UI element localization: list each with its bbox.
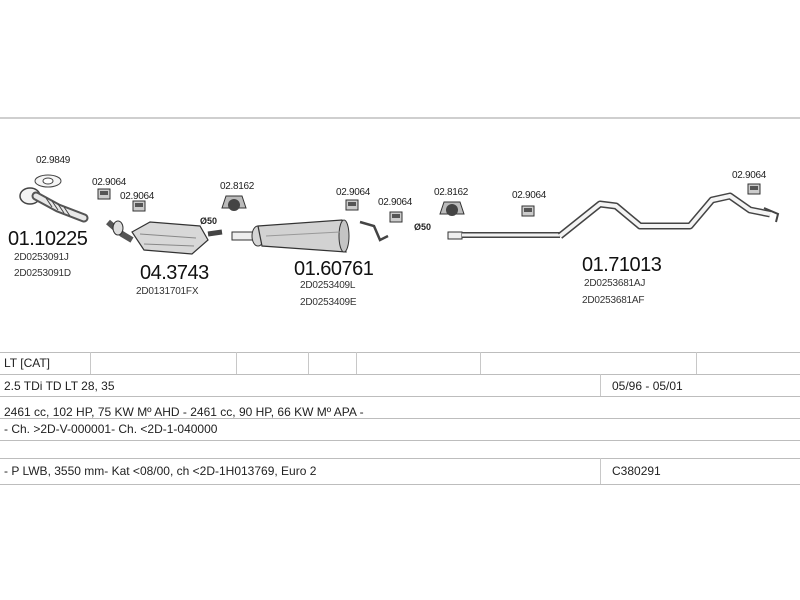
- part-number-1: 01.10225: [8, 228, 88, 250]
- table-cell: - Ch. >2D-V-000001- Ch. <2D-1-040000: [4, 422, 218, 436]
- small-part-label-7: 02.8162: [434, 187, 469, 198]
- clamp-shape-5: [389, 211, 403, 223]
- exhaust-diagram: 02.9849 02.9064 02.9064 02.8162 02.9064 …: [0, 117, 800, 308]
- clamp-shape-1: [97, 188, 111, 200]
- clamp-shape-6: [439, 201, 465, 216]
- table-cell: C380291: [612, 464, 661, 478]
- small-part-label-1: 02.9849: [36, 155, 71, 166]
- small-part-label-6: 02.9064: [378, 197, 413, 208]
- small-part-label-5: 02.9064: [336, 187, 371, 198]
- clamp-shape-3: [221, 195, 247, 211]
- part-code-2a: 2D0131701FX: [136, 286, 199, 297]
- clamp-shape-7: [521, 205, 535, 217]
- small-part-label-8: 02.9064: [512, 190, 547, 201]
- part-code-3b: 2D0253409E: [300, 297, 357, 308]
- clamp-shape-8: [747, 183, 761, 195]
- small-part-label-2: 02.9064: [92, 177, 127, 188]
- middle-silencer-shape: [231, 219, 350, 253]
- table-cell: 2461 cc, 102 HP, 75 KW Mº AHD - 2461 cc,…: [4, 405, 364, 419]
- part-code-1a: 2D0253091J: [14, 252, 69, 263]
- hanger-shape: [359, 220, 389, 242]
- diameter-label-2: Ø50: [414, 222, 432, 232]
- tail-pipe-shape: [557, 192, 780, 239]
- part-number-2: 04.3743: [140, 262, 209, 284]
- clamp-shape-4: [345, 199, 359, 211]
- part-code-4b: 2D0253681AF: [582, 295, 645, 306]
- catalytic-converter-shape: [106, 219, 223, 255]
- connecting-pipe-shape: [447, 231, 560, 240]
- small-part-label-3: 02.9064: [120, 191, 155, 202]
- part-code-1b: 2D0253091D: [14, 268, 71, 279]
- part-code-3a: 2D0253409L: [300, 280, 356, 291]
- table-cell: LT [CAT]: [4, 356, 51, 370]
- table-cell: 2.5 TDi TD LT 28, 35: [4, 379, 115, 393]
- table-cell: - P LWB, 3550 mm- Kat <08/00, ch <2D-1H0…: [4, 464, 317, 478]
- part-number-4: 01.71013: [582, 254, 662, 276]
- front-pipe-shape: [19, 187, 89, 223]
- table-cell: 05/96 - 05/01: [612, 379, 683, 393]
- part-code-4a: 2D0253681AJ: [584, 278, 646, 289]
- diameter-label-1: Ø50: [200, 216, 218, 226]
- part-number-3: 01.60761: [294, 258, 374, 280]
- gasket-shape-1: [34, 174, 62, 188]
- small-part-label-9: 02.9064: [732, 170, 767, 181]
- small-part-label-4: 02.8162: [220, 181, 255, 192]
- exhaust-parts-drawing: [0, 117, 800, 255]
- clamp-shape-2: [132, 200, 146, 212]
